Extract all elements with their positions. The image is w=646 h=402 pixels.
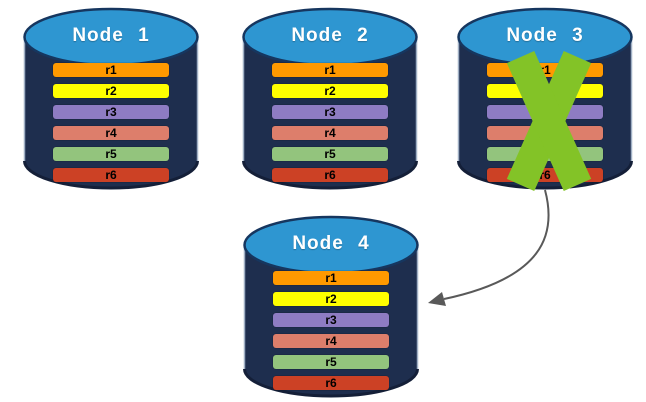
replica-bar: r3 [272,105,388,119]
replica-bar: r1 [273,271,389,285]
replica-bar: r1 [272,63,388,77]
node-3: Node 3 r1 r2 r3 r4 r5 r6 [456,4,634,192]
replica-bar: r2 [273,292,389,306]
replica-bar: r4 [272,126,388,140]
replica-bar: r6 [53,168,169,182]
replica-bar: r4 [273,334,389,348]
replica-bar: r4 [53,126,169,140]
replica-bar: r5 [272,147,388,161]
replica-stack: r1 r2 r3 r4 r5 r6 [272,63,388,189]
replica-stack: r1 r2 r3 r4 r5 r6 [273,271,389,397]
node-label: Node 3 [506,25,584,46]
replica-bar: r6 [273,376,389,390]
replica-bar: r5 [273,355,389,369]
replica-bar: r1 [53,63,169,77]
replica-bar: r3 [273,313,389,327]
replica-bar: r3 [53,105,169,119]
node-label: Node 4 [292,233,370,254]
replica-bar: r2 [272,84,388,98]
replica-stack: r1 r2 r3 r4 r5 r6 [53,63,169,189]
replica-bar: r5 [53,147,169,161]
replica-bar: r2 [53,84,169,98]
arrowhead-icon [428,292,446,306]
node-label: Node 1 [72,25,150,46]
replica-bar: r6 [272,168,388,182]
node-4: Node 4 r1 r2 r3 r4 r5 r6 [242,212,420,400]
failure-x-icon [506,50,592,192]
node-2: Node 2 r1 r2 r3 r4 r5 r6 [241,4,419,192]
node-label: Node 2 [291,25,369,46]
node-1: Node 1 r1 r2 r3 r4 r5 r6 [22,4,200,192]
